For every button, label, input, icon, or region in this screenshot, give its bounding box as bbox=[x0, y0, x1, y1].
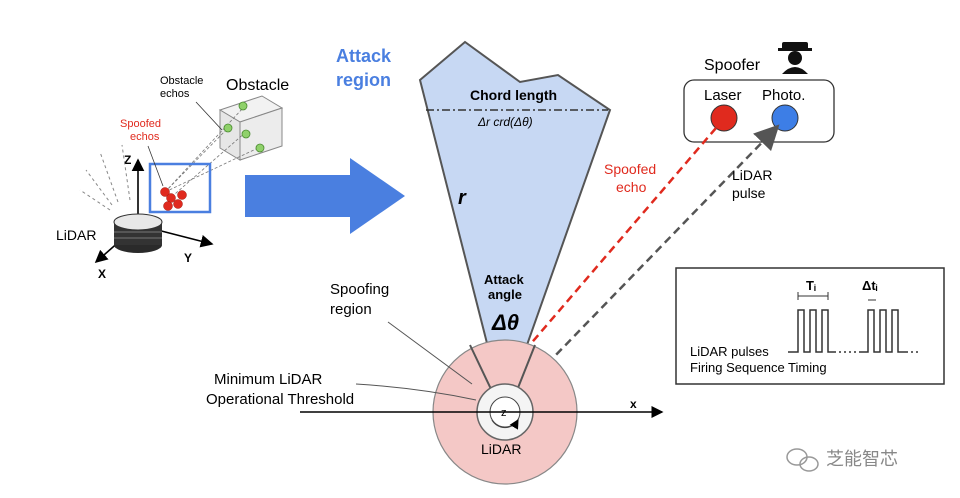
wechat-icon bbox=[786, 448, 819, 472]
dti-label: Δtᵢ bbox=[862, 278, 878, 293]
threshold-line2: Operational Threshold bbox=[206, 391, 354, 408]
spoofed-echo-dots bbox=[160, 187, 187, 211]
lidar-pulse-label: LiDAR pulse bbox=[732, 167, 776, 201]
photo-label: Photo. bbox=[762, 87, 805, 104]
radius-label: r bbox=[458, 187, 467, 209]
axis-x-label: X bbox=[98, 267, 106, 281]
spoofed-dot bbox=[163, 201, 173, 211]
pulse-waveform-2 bbox=[860, 309, 906, 353]
attack-region-line1: Attack bbox=[336, 46, 392, 66]
chord-formula: Δr crd(Δθ) bbox=[477, 115, 533, 129]
attack-angle-line2: angle bbox=[488, 287, 522, 302]
spoofer-title: Spoofer bbox=[704, 57, 761, 74]
spoofed-echos-leader bbox=[147, 145, 164, 187]
hacker-icon bbox=[778, 42, 812, 74]
spoofed-dot bbox=[173, 199, 183, 209]
watermark-text: 芝能智芯 bbox=[826, 449, 898, 469]
spoofed-echo-box bbox=[148, 162, 212, 214]
timing-box: Tᵢ Δtᵢ LiDAR pulses Firing Sequence Timi… bbox=[675, 267, 945, 385]
laser-emitter-icon bbox=[710, 104, 738, 132]
left-lidar-label: LiDAR bbox=[56, 227, 96, 243]
echo-dot bbox=[238, 101, 248, 111]
ti-label: Tᵢ bbox=[806, 278, 816, 293]
lidar-pulse-arrow bbox=[519, 124, 780, 393]
obstacle-echos-label: Obstacle echos bbox=[160, 75, 206, 100]
spoofed-echos-line1: Spoofed bbox=[120, 118, 161, 130]
spoofed-dot bbox=[166, 193, 176, 203]
spoofed-echos-line2: echos bbox=[130, 131, 160, 143]
threshold-line1: Minimum LiDAR bbox=[214, 371, 323, 388]
spoofed-echos-label: Spoofed echos bbox=[120, 118, 164, 143]
obstacle-echos-line2: echos bbox=[160, 88, 190, 100]
laser-label: Laser bbox=[704, 87, 742, 104]
obstacle-label: Obstacle bbox=[226, 77, 289, 94]
chord-length-label: Chord length bbox=[470, 87, 557, 103]
obstacle-echos-line1: Obstacle bbox=[160, 75, 203, 87]
threshold-label: Minimum LiDAR Operational Threshold bbox=[206, 371, 354, 408]
spoofer-group: Spoofer Laser Photo. bbox=[683, 42, 835, 143]
axis-y-label: Y bbox=[184, 251, 192, 265]
lidar-pulse-line1: LiDAR bbox=[732, 167, 772, 183]
attack-region-line2: region bbox=[336, 70, 391, 90]
obstacle-echos-leader bbox=[195, 101, 223, 131]
watermark: 芝能智芯 bbox=[786, 448, 898, 472]
attack-region-label: Attack region bbox=[336, 46, 396, 90]
obstacle-echo-dots bbox=[223, 101, 265, 153]
delta-theta-label: Δθ bbox=[491, 310, 519, 335]
spoofed-dot bbox=[160, 187, 170, 197]
attack-angle-line1: Attack bbox=[484, 272, 525, 287]
x-axis-label: x bbox=[630, 397, 637, 411]
pulse-waveform bbox=[788, 309, 834, 353]
lidar-center-label: LiDAR bbox=[481, 441, 521, 457]
echo-dot bbox=[241, 129, 251, 139]
threshold-leader bbox=[355, 383, 477, 401]
spoofed-echo-label: Spoofed echo bbox=[604, 161, 660, 195]
spoofing-region-leader bbox=[387, 321, 473, 385]
spoofed-dot bbox=[177, 190, 187, 200]
lidar-pulse-line2: pulse bbox=[732, 185, 766, 201]
transition-arrow bbox=[245, 158, 405, 234]
pulses-label: LiDAR pulses bbox=[690, 344, 769, 359]
scan-lines bbox=[79, 144, 131, 211]
echo-dot bbox=[223, 123, 233, 133]
spoofing-region-line1: Spoofing bbox=[330, 281, 389, 298]
cone-shape bbox=[418, 40, 612, 414]
echo-lines bbox=[164, 107, 259, 201]
spoofing-region-label: Spoofing region bbox=[330, 281, 393, 318]
left-lidar-scene: Z Y X LiDAR Obstacle Obstacle echos bbox=[56, 75, 289, 281]
echo-dot bbox=[255, 143, 265, 153]
attack-angle-label: Attack angle bbox=[484, 272, 527, 302]
spoofed-echo-arrow bbox=[506, 127, 717, 372]
lidar-sensor-icon bbox=[113, 213, 163, 253]
photodetector-icon bbox=[771, 104, 799, 132]
z-symbol: z bbox=[501, 407, 507, 419]
obstacle-cube-icon bbox=[218, 95, 284, 161]
attack-cone: Chord length Δr crd(Δθ) r Attack angle Δ… bbox=[418, 40, 612, 414]
firing-label: Firing Sequence Timing bbox=[690, 360, 827, 375]
axis-z-label: Z bbox=[124, 153, 131, 167]
spoofing-region-line2: region bbox=[330, 301, 372, 318]
spoofed-echo-line1: Spoofed bbox=[604, 161, 656, 177]
spoofed-echo-line2: echo bbox=[616, 179, 647, 195]
